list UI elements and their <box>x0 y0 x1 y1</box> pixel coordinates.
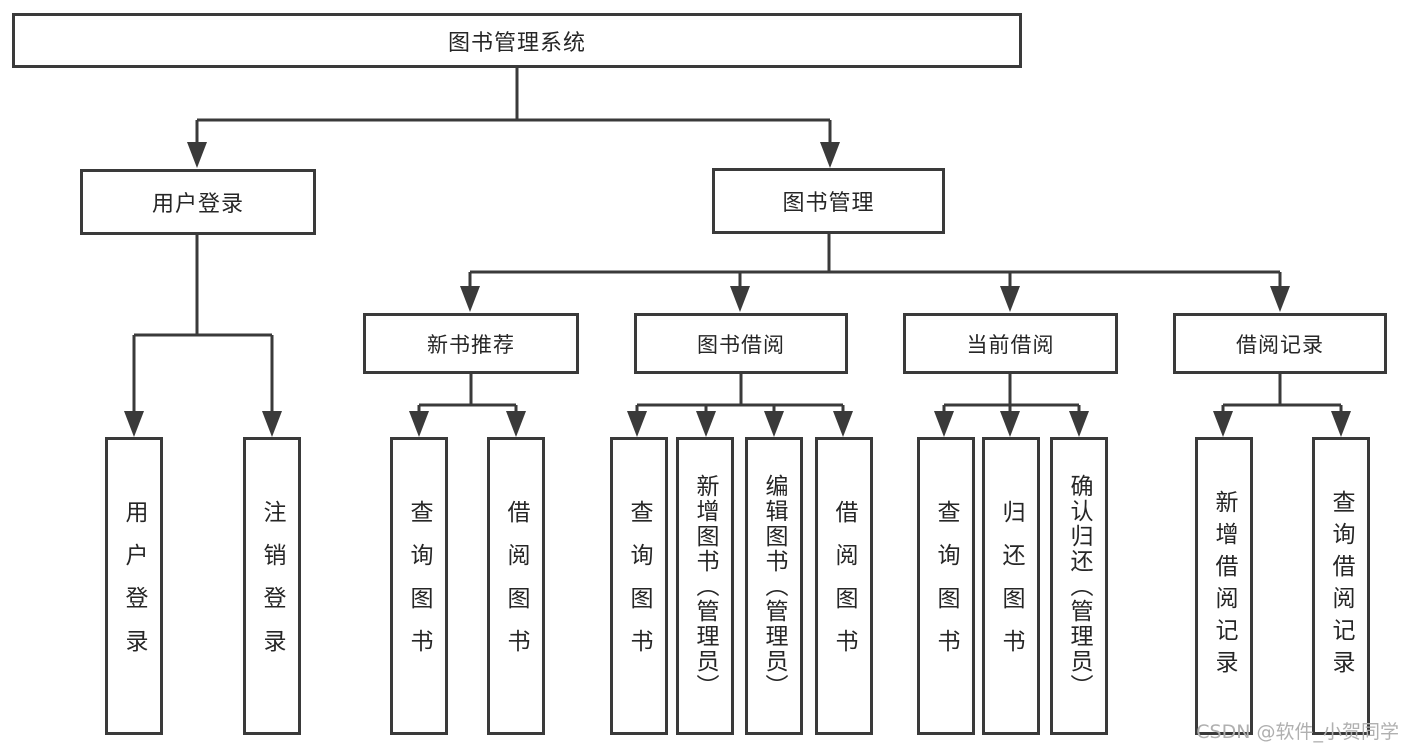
csdn-watermark: CSDN @软件_小贺同学 <box>1196 721 1399 743</box>
node-book-management: 图书管理 <box>712 168 945 234</box>
node-borrow-records: 借阅记录 <box>1173 313 1387 374</box>
leaf-user-login: 用户登录 <box>105 437 163 735</box>
connector-lines <box>132 66 1343 415</box>
leaf-borrow-books: 借阅图书 <box>815 437 873 735</box>
leaf-query-borrow-record: 查询借阅记录 <box>1312 437 1370 735</box>
leaf-query-books-current: 查询图书 <box>917 437 975 735</box>
leaf-add-borrow-record: 新增借阅记录 <box>1195 437 1253 735</box>
arrowheads <box>124 142 1351 437</box>
leaf-query-books-recommend: 查询图书 <box>390 437 448 735</box>
node-library-management-system: 图书管理系统 <box>12 13 1022 68</box>
leaf-confirm-return-admin: 确认归还（管理员） <box>1050 437 1108 735</box>
node-current-borrow: 当前借阅 <box>903 313 1118 374</box>
node-user-login: 用户登录 <box>80 169 316 235</box>
leaf-query-books-borrow: 查询图书 <box>610 437 668 735</box>
node-new-book-recommend: 新书推荐 <box>363 313 579 374</box>
leaf-return-books: 归还图书 <box>982 437 1040 735</box>
leaf-edit-books-admin: 编辑图书（管理员） <box>745 437 803 735</box>
leaf-borrow-books-recommend: 借阅图书 <box>487 437 545 735</box>
leaf-logout-login: 注销登录 <box>243 437 301 735</box>
node-book-borrow: 图书借阅 <box>634 313 848 374</box>
leaf-add-books-admin: 新增图书（管理员） <box>676 437 734 735</box>
